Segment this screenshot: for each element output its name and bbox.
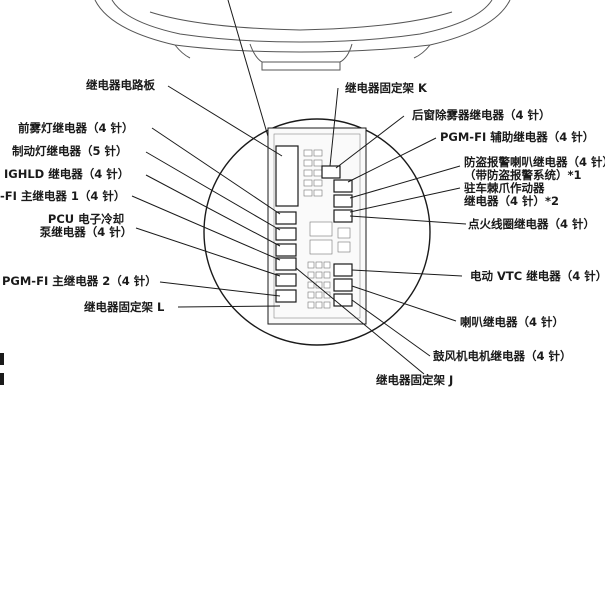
label-pcu-cooling-relay: PCU 电子冷却 [47, 212, 125, 226]
label-relay-circuit-board: 继电器电路板 [86, 78, 155, 92]
label-vtc-relay: 电动 VTC 继电器（4 针） [470, 269, 605, 283]
leader-lines [131, 85, 467, 375]
label-rear-defogger-relay: 后窗除雾器继电器（4 针） [412, 108, 551, 122]
label-antitheft-horn-relay: 防盗报警喇叭继电器（4 针） [464, 155, 605, 169]
label-blower-motor-relay: 鼓风机电机继电器（4 针） [433, 349, 572, 363]
relay-box [267, 127, 367, 325]
label-relay-bracket-k: 继电器固定架 K [345, 81, 427, 95]
zoom-circle [203, 118, 431, 346]
edge-marker-lower [0, 373, 4, 385]
edge-marker-upper [0, 353, 4, 365]
label-ignition-coil-relay: 点火线圈继电器（4 针） [468, 217, 596, 231]
relay-circuit-board-block [275, 145, 299, 207]
label-pcu-cooling-relay-pins: 泵继电器（4 针） [39, 225, 133, 239]
label-front-fog-relay: 前雾灯继电器（4 针） [18, 121, 134, 135]
zoom-leader-line [227, 0, 273, 151]
car-front-outline [94, 0, 511, 71]
label-ighld-relay: IGHLD 继电器（4 针） [4, 167, 130, 181]
label-parking-pawl-relay-pins: 继电器（4 针）*2 [464, 194, 560, 208]
label-brake-light-relay: 制动灯继电器（5 针） [12, 144, 128, 158]
label-pgmfi-main-relay-1: -FI 主继电器 1（4 针） [0, 189, 126, 203]
label-antitheft-horn-relay-note: （带防盗报警系统）*1 [464, 168, 582, 182]
label-parking-pawl-relay: 驻车棘爪作动器 [464, 181, 545, 195]
label-relay-bracket-l: 继电器固定架 L [84, 300, 165, 314]
label-pgmfi-main-relay-2: PGM-FI 主继电器 2（4 针） [2, 274, 157, 288]
label-pgmfi-aux-relay: PGM-FI 辅助继电器（4 针） [440, 130, 595, 144]
label-horn-relay: 喇叭继电器（4 针） [460, 315, 565, 329]
label-relay-bracket-j: 继电器固定架 J [376, 373, 454, 387]
